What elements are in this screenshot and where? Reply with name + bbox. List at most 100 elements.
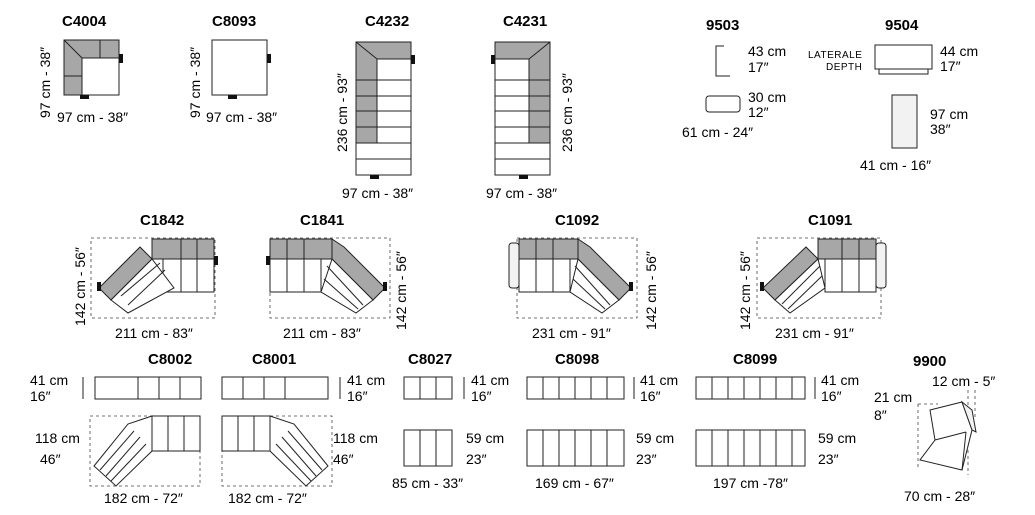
c1092-side-dim: 142 cm - 56″ [643,251,659,330]
c8027-shape [403,429,453,467]
c8001-bottom-dim: 182 cm - 72″ [228,490,307,506]
c8002-side-cm: 118 cm [35,430,80,446]
c8001-shape [269,415,329,487]
c8098-side-cm: 59 cm [636,430,674,446]
module-c4231: C4231 236 cm - 93″ 97 cm - 38″ [486,13,575,201]
module-c8093: C8093 97 cm - 38″ 97 cm - 38″ [187,13,277,125]
9504-bottom-dim: 41 cm - 16″ [860,157,931,173]
module-9504: 9504 LATERALE DEPTH 44 cm 17″ 97 cm 38″ … [808,17,978,173]
module-c1841: C1841 142 cm - 56″ 211 cm - 83″ [266,212,409,341]
c8001-depth-in: 16″ [347,388,368,404]
code-c1841: C1841 [300,212,344,229]
c1841-shape [320,258,374,314]
9503-top-in: 17″ [748,59,769,75]
c4232-bottom-dim: 97 cm - 38″ [342,185,413,201]
c8099-side-in: 23″ [818,451,839,467]
c8099-top [695,376,806,400]
code-9504: 9504 [885,17,919,34]
c8002-depth-cm: 41 cm [30,372,68,388]
module-c8002: C8002 41 cm 16″ 118 cm 46″ 182 cm - 72″ [30,351,202,506]
code-c8093: C8093 [212,13,256,30]
code-c4232: C4232 [365,13,409,30]
9504-label-laterale: LATERALE [808,50,862,61]
9503-cushion [705,95,741,113]
c8027-bottom-dim: 85 cm - 33″ [392,475,463,491]
code-c8098: C8098 [555,351,599,368]
c1091-side-dim: 142 cm - 56″ [737,251,753,330]
code-c1092: C1092 [555,212,599,229]
code-c4004: C4004 [62,13,107,30]
c8093-bottom-dim: 97 cm - 38″ [206,109,277,125]
module-c1091: C1091 142 cm - 56″ 231 cm - 91″ [737,212,887,341]
c1842-bottom-dim: 211 cm - 83″ [115,325,193,341]
c8098-bottom-dim: 169 cm - 67″ [535,475,614,491]
c4231-bottom-dim: 97 cm - 38″ [486,185,557,201]
c4004-bottom-dim: 97 cm - 38″ [57,109,128,125]
9504-top-cm: 44 cm [940,43,978,59]
c1092-bottom-dim: 231 cm - 91″ [532,325,611,341]
c8027-depth-in: 16″ [471,388,492,404]
code-c8001: C8001 [252,351,296,368]
c1091-bottom-dim: 231 cm - 91″ [775,325,854,341]
code-9900: 9900 [913,353,946,370]
c1842-shape [110,258,175,314]
c8002-top [94,376,202,400]
9504-top-in: 17″ [940,58,961,74]
c8093-side-dim: 97 cm - 38″ [187,47,203,118]
module-9900: 9900 12 cm - 5″ 21 cm 8″ 70 cm - 28″ [874,353,995,504]
c4004-seat [81,57,120,96]
module-c1842: C1842 142 cm - 56″ 211 cm - 83″ [72,212,218,341]
c8098-side-in: 23″ [636,451,657,467]
c8027-side-in: 23″ [466,451,487,467]
code-c1091: C1091 [808,212,852,229]
code-c1842: C1842 [140,212,184,229]
9504-side-cm: 97 cm [930,106,968,122]
c8002-side-in: 46″ [40,451,61,467]
9503-top-cm: 43 cm [748,43,786,59]
c1841-bottom-dim: 211 cm - 83″ [283,325,361,341]
9504-label-depth: DEPTH [826,62,862,73]
c8027-depth-cm: 41 cm [471,372,509,388]
c8099-shape [695,429,806,467]
c8098-depth-cm: 41 cm [640,372,678,388]
code-9503: 9503 [706,17,739,34]
c8002-shape [93,415,153,487]
9504-side-in: 38″ [930,121,951,137]
c8001-side-in: 46″ [333,451,354,467]
code-c4231: C4231 [503,13,547,30]
c8027-side-cm: 59 cm [466,430,504,446]
code-c8099: C8099 [733,351,777,368]
c1842-side-dim: 142 cm - 56″ [72,247,88,326]
c1841-side-dim: 142 cm - 56″ [393,251,409,330]
c8093-shape [211,39,268,96]
c8002-depth-in: 16″ [30,388,51,404]
c8099-depth-cm: 41 cm [821,372,859,388]
9900-top-dim: 12 cm - 5″ [932,373,995,389]
module-c8099: C8099 41 cm 16″ 59 cm 23″ 197 cm -78″ [695,351,859,491]
module-9503: 9503 43 cm 17″ 30 cm 12″ 61 cm - 24″ [682,17,786,140]
9900-left-in: 8″ [874,407,887,423]
module-c8027: C8027 41 cm 16″ 59 cm 23″ 85 cm - 33″ [392,351,509,491]
9503-shape [715,45,730,77]
9503-bottom-dim: 61 cm - 24″ [682,124,753,140]
module-c1092: C1092 142 cm - 56″ 231 cm - 91″ [508,212,659,341]
module-c4232: C4232 236 cm - 93″ 97 cm - 38″ [334,13,415,201]
9504-top [874,44,933,70]
9503-mid-cm: 30 cm [748,89,786,105]
c4232-side-dim: 236 cm - 93″ [334,73,350,152]
9900-bottom-dim: 70 cm - 28″ [904,488,975,504]
module-c8098: C8098 41 cm 16″ 59 cm 23″ 169 cm - 67″ [526,351,678,491]
c8099-bottom-dim: 197 cm -78″ [713,475,788,491]
9900-shape [919,401,973,471]
9900-left-cm: 21 cm [874,389,912,405]
code-c8027: C8027 [408,351,452,368]
module-c8001: C8001 41 cm 16″ 118 cm 46″ 182 cm - 72″ [221,351,385,506]
c8002-bottom-dim: 182 cm - 72″ [104,490,183,506]
9503-mid-in: 12″ [748,104,769,120]
code-c8002: C8002 [148,351,192,368]
c8027-top [403,376,453,400]
c8099-depth-in: 16″ [821,388,842,404]
c4231-side-dim: 236 cm - 93″ [559,73,575,152]
c4004-side-dim: 97 cm - 38″ [37,47,53,118]
